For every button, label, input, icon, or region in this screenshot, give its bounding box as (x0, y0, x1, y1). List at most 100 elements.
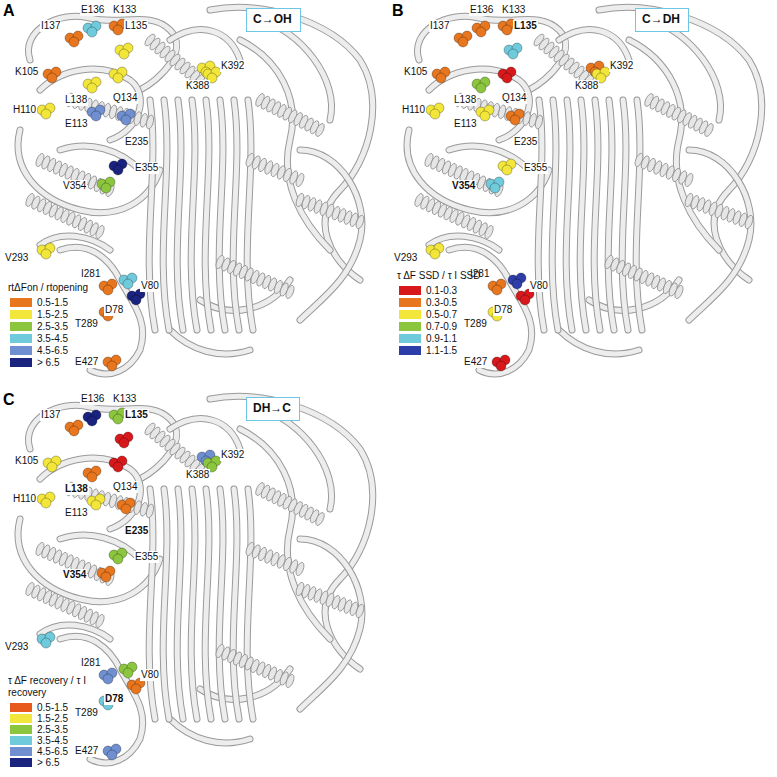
residue-sphere (476, 27, 486, 37)
residue-sphere (113, 554, 123, 564)
residue-label: T289 (74, 707, 99, 719)
helix-turn (294, 172, 305, 187)
beta-strand-edge (566, 100, 572, 330)
ribbon (559, 330, 639, 354)
residue-sphere (87, 27, 97, 37)
ribbon-edge (18, 519, 160, 602)
beta-strand (580, 100, 586, 330)
residue-sphere (87, 83, 97, 93)
residue-sphere (91, 500, 101, 510)
legend-swatch (10, 334, 32, 343)
residue-label: E355 (134, 162, 159, 174)
residue-label: E113 (64, 507, 89, 519)
beta-strand (149, 100, 155, 330)
transition-text: C→OH (247, 9, 300, 29)
residue-label: Q134 (112, 92, 138, 104)
residue-label: E113 (453, 118, 478, 130)
ribbon-edge (18, 130, 160, 213)
legend-swatch (10, 346, 32, 355)
beta-strand (566, 100, 572, 330)
panel-letter: B (392, 2, 404, 20)
beta-strand (233, 100, 239, 330)
ribbon-edge (300, 539, 362, 709)
residue-sphere (103, 285, 113, 295)
ribbon (449, 247, 532, 374)
legend-swatch (10, 310, 32, 319)
ribbon (28, 405, 176, 479)
helix-turn (534, 114, 544, 129)
beta-strand (608, 100, 614, 330)
helix-turn (744, 214, 755, 229)
ribbon (300, 150, 362, 320)
residue-label: K133 (501, 4, 526, 16)
ribbon-edge (60, 247, 143, 374)
residue-sphere (131, 684, 141, 694)
residue-label: L135 (124, 409, 149, 421)
ribbon (170, 419, 240, 449)
beta-strand (191, 100, 197, 330)
legend-swatch (10, 747, 32, 756)
ribbon (40, 69, 140, 140)
beta-strand-edge (608, 100, 614, 330)
legend-swatch (10, 358, 32, 367)
beta-strand (177, 489, 183, 719)
ribbon (260, 20, 332, 120)
residue-sphere (47, 73, 57, 83)
residue-label: K392 (609, 60, 634, 72)
residue-label: E355 (523, 162, 548, 174)
ribbon-edge (170, 719, 250, 743)
ribbon (417, 16, 565, 90)
beta-strand (163, 100, 169, 330)
ribbon (300, 539, 362, 709)
residue-label: K392 (220, 449, 245, 461)
residue-label: H110 (12, 493, 37, 505)
legend-swatch (399, 310, 421, 319)
beta-strand-edge (636, 100, 642, 330)
ribbon (18, 519, 160, 602)
residue-label: E427 (463, 356, 488, 368)
beta-strand-edge (191, 100, 197, 330)
legend-swatch (10, 298, 32, 307)
residue-label: I137 (40, 20, 61, 32)
residue-label: L138 (453, 94, 477, 106)
residue-label: T289 (463, 318, 488, 330)
helix-turn (314, 122, 326, 137)
panel-letter: A (3, 2, 15, 20)
helix-turn (355, 214, 366, 229)
residue-sphere (502, 73, 512, 83)
residue-label: V354 (62, 569, 87, 581)
ribbon-edge (40, 69, 140, 140)
beta-strand (205, 489, 211, 719)
ribbon-edge (60, 636, 143, 763)
residue-sphere (123, 279, 133, 289)
beta-strand (191, 489, 197, 719)
residue-sphere (476, 83, 486, 93)
beta-strand-edge (233, 100, 239, 330)
residue-sphere (113, 462, 123, 472)
residue-sphere (496, 361, 506, 371)
residue-label: L135 (513, 20, 538, 32)
residue-label: L138 (64, 483, 89, 495)
residue-label: V293 (4, 641, 29, 653)
legend-swatch (10, 736, 32, 745)
residue-sphere (41, 109, 51, 119)
legend-text: > 6.5 (37, 757, 60, 768)
protein-panel (407, 7, 762, 373)
legend-swatch (399, 346, 421, 355)
legend-text: 0.1-0.3 (426, 285, 457, 296)
beta-strand-edge (149, 100, 155, 330)
helix-turn (703, 122, 715, 137)
legend-text: 0.5-1.5 (37, 297, 68, 308)
beta-strand-edge (219, 100, 225, 330)
residue-label: V80 (529, 280, 549, 292)
legend-text: 4.5-6.5 (37, 746, 68, 757)
legend-swatch (10, 322, 32, 331)
helix-turn (284, 673, 295, 688)
ribbon (18, 130, 160, 213)
legend-text: 0.5-0.7 (426, 309, 457, 320)
beta-strand (552, 100, 558, 330)
beta-strand-edge (538, 100, 544, 330)
residue-sphere (480, 111, 490, 121)
